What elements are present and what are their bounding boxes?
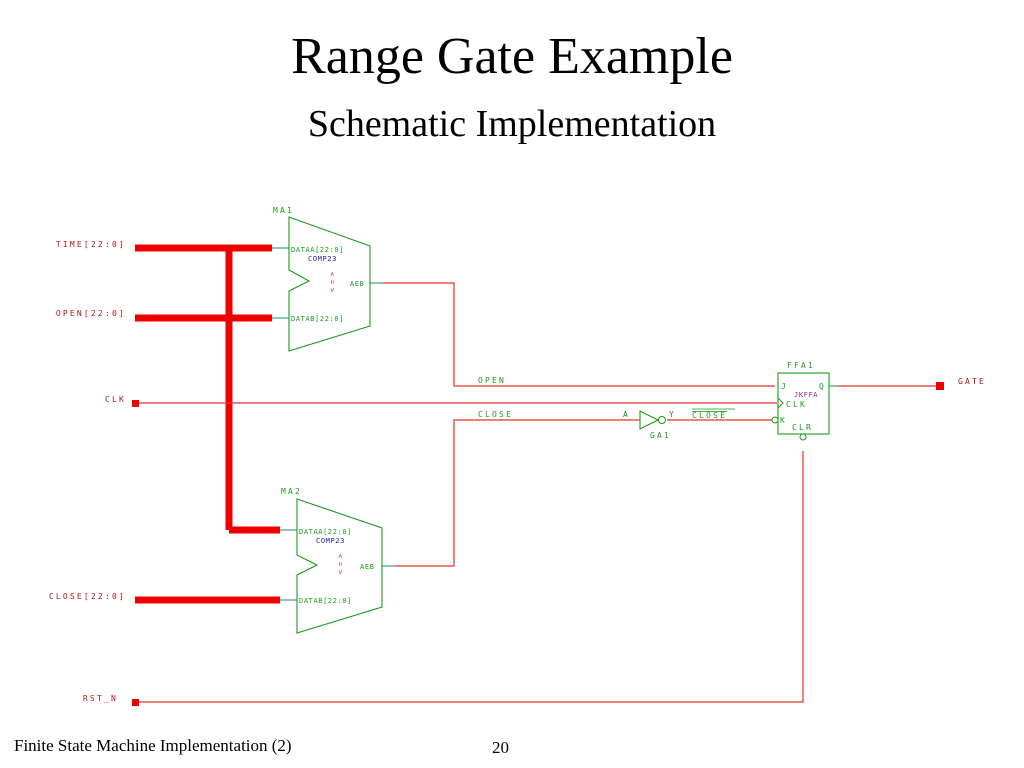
comparator-ma1-op-3: >: [328, 288, 336, 293]
port-marker-clk: [132, 400, 139, 407]
comparator-ma2-body: [296, 498, 383, 634]
footer-text: Finite State Machine Implementation (2): [14, 736, 292, 755]
comparator-ma2-op-2: =: [336, 562, 344, 567]
port-label-close: CLOSE[22:0]: [49, 592, 126, 601]
comparator-ma2-op-1: <: [336, 554, 344, 559]
port-marker-gate: [936, 382, 944, 390]
comparator-ma2-pin-out: AEB: [360, 563, 374, 571]
inverter-ga1: A Y GA1 CLOSE: [623, 408, 735, 440]
flipflop-pin-q: Q: [819, 382, 826, 391]
flipflop-type: JKFFA: [794, 391, 818, 399]
net-label-close: CLOSE: [478, 410, 513, 419]
port-markers: [132, 382, 944, 706]
port-label-gate: GATE: [958, 377, 986, 386]
flipflop-pin-k: K: [780, 416, 787, 425]
page-number: 20: [492, 738, 509, 757]
inverter-ga1-pin-y: Y: [669, 410, 676, 419]
flipflop-clr-bubble: [799, 433, 807, 441]
slide-title: Range Gate Example: [291, 28, 733, 85]
port-label-rst: RST_N: [83, 694, 118, 703]
instance-label-ga1: GA1: [650, 431, 671, 440]
port-label-clk: CLK: [105, 395, 126, 404]
comparator-ma2-op-3: >: [336, 570, 344, 575]
slide-subtitle: Schematic Implementation: [307, 103, 717, 145]
comparator-ma1-pin-out: AEB: [350, 280, 364, 288]
port-label-open: OPEN[22:0]: [56, 309, 126, 318]
bus-lines: [135, 244, 280, 604]
inverter-ga1-pin-a: A: [623, 410, 630, 419]
wire-open: [383, 282, 775, 387]
comparator-ma1-op-2: =: [328, 280, 336, 285]
comparator-ma1: MA1 DATAA[22:0] COMP23 < = > AEB DATAB[2…: [272, 206, 383, 352]
comparator-ma2-type: COMP23: [316, 537, 345, 545]
signal-wires: [135, 282, 940, 703]
flipflop-pin-j: J: [781, 382, 788, 391]
instance-label-ma1: MA1: [273, 206, 294, 215]
flipflop-pin-clr: CLR: [792, 423, 813, 432]
instance-label-ma2: MA2: [281, 487, 302, 496]
flipflop-ffa1: FFA1 J Q JKFFA CLK K CLR: [771, 361, 838, 441]
comparator-ma1-op-1: <: [328, 272, 336, 277]
comparator-ma2-pin-a: DATAA[22:0]: [299, 528, 352, 536]
net-label-open: OPEN: [478, 376, 506, 385]
comparator-ma1-pin-b: DATAB[22:0]: [291, 315, 344, 323]
flipflop-k-bubble: [771, 416, 779, 424]
inverter-ga1-body: [639, 410, 660, 430]
wire-close: [395, 419, 640, 567]
port-marker-rst: [132, 699, 139, 706]
comparator-ma2-pin-b: DATAB[22:0]: [299, 597, 352, 605]
flipflop-clk-triangle: [777, 397, 784, 409]
instance-label-ffa1: FFA1: [787, 361, 815, 370]
port-label-time: TIME[22:0]: [56, 240, 126, 249]
inverter-ga1-bubble: [658, 416, 666, 424]
wire-rst: [135, 451, 804, 703]
flipflop-pin-clk: CLK: [786, 400, 807, 409]
comparator-ma1-pin-a: DATAA[22:0]: [291, 246, 344, 254]
comparator-ma2: MA2 DATAA[22:0] COMP23 < = > AEB DATAB[2…: [280, 487, 395, 634]
comparator-ma1-type: COMP23: [308, 255, 337, 263]
comparator-ma1-body: [288, 216, 371, 352]
net-label-close-n: CLOSE: [692, 411, 727, 420]
